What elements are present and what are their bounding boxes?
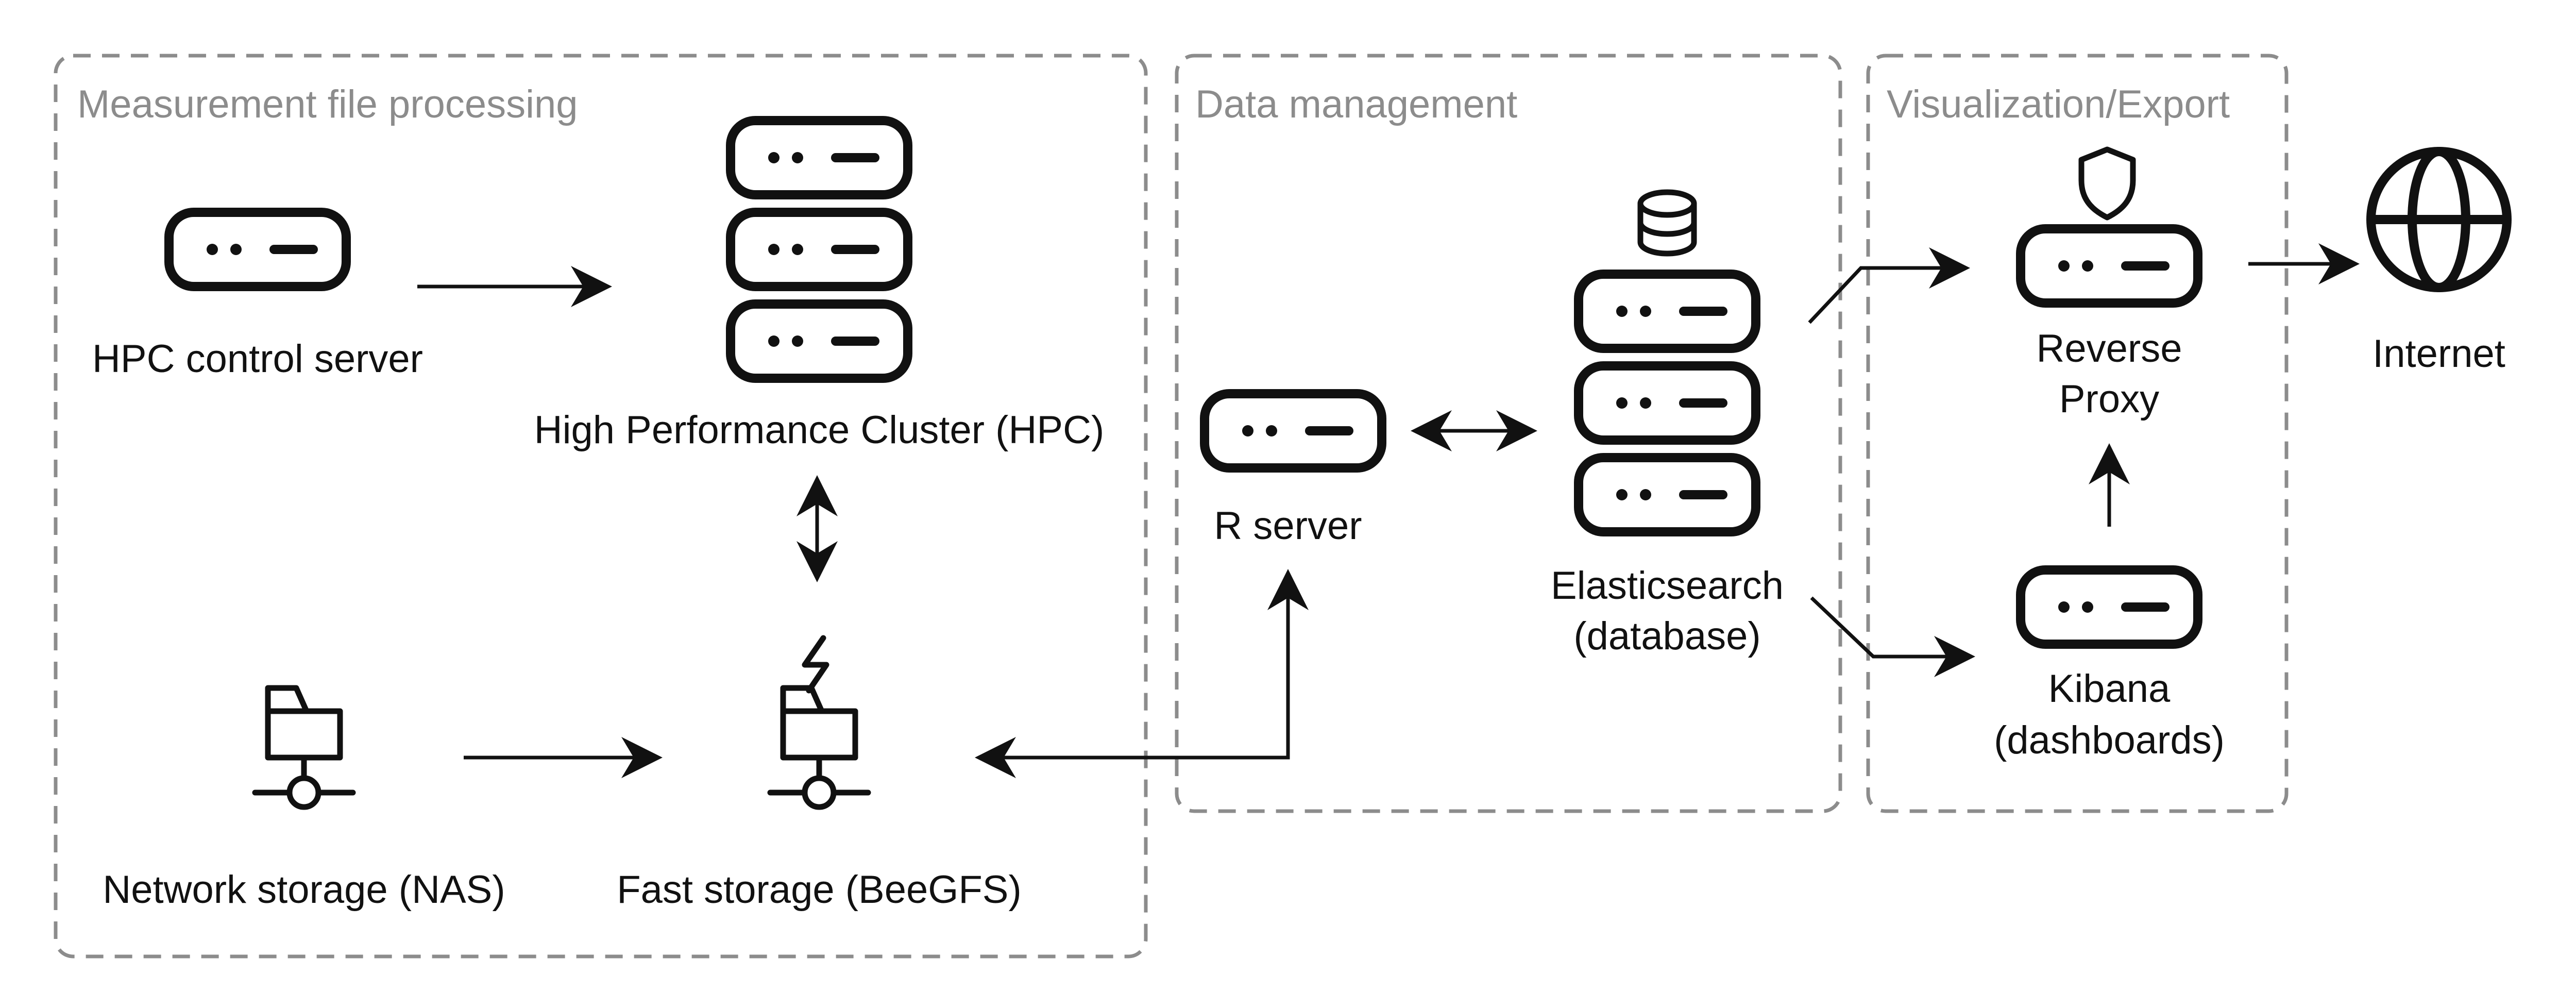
network-folder-icon [255,688,353,807]
node-high-performance-cluster: High Performance Cluster (HPC) [534,121,1105,452]
group-title: Measurement file processing [77,82,578,126]
server-icon [2021,229,2198,303]
lightning-icon [802,635,829,694]
group-border [1175,54,1842,813]
arrow-elasticsearch-to-kibana [1810,596,1975,677]
server-icon [2021,570,2198,644]
node-reverse-proxy: Reverse Proxy [2021,146,2198,421]
node-internet: Internet [2366,147,2512,376]
node-kibana: Kibana (dashboards) [1994,570,2225,762]
node-label-line1: Reverse [2037,327,2182,371]
node-fast-storage: Fast storage (BeeGFS) [617,635,1022,912]
node-hpc-control-server: HPC control server [92,212,423,381]
group-measurement-file-processing: Measurement file processing [54,54,1148,959]
connectors [417,243,2360,778]
node-label: R server [1214,504,1362,548]
globe-icon [2366,147,2512,292]
node-label: HPC control server [92,337,423,381]
node-label-line2: (database) [1573,614,1760,658]
node-label: Fast storage (BeeGFS) [617,868,1022,912]
node-label: Network storage (NAS) [103,868,505,912]
node-label-line2: (dashboards) [1994,718,2225,762]
node-r-server: R server [1205,394,1382,548]
node-network-storage: Network storage (NAS) [103,688,505,912]
group-border [54,54,1148,959]
server-icon [169,212,346,287]
server-rack-icon [1579,274,1756,532]
shield-icon [2078,146,2136,221]
node-label-line1: Kibana [2048,667,2171,711]
node-label-line1: Elasticsearch [1551,564,1784,608]
node-label-line2: Proxy [2059,377,2159,421]
group-data-management: Data management [1175,54,1842,813]
server-rack-icon [731,121,908,378]
network-folder-icon [770,688,868,807]
arrow-elasticsearch-to-proxy [1808,247,1970,324]
group-visualization-export: Visualization/Export [1866,54,2289,813]
server-icon [1205,394,1382,468]
node-elasticsearch: Elasticsearch (database) [1551,189,1784,658]
database-icon [1637,189,1697,257]
node-label: Internet [2372,332,2505,376]
arrow-beegfs-rserver [975,569,1309,778]
group-title: Data management [1195,82,1517,126]
node-label: High Performance Cluster (HPC) [534,408,1105,452]
group-title: Visualization/Export [1887,82,2230,126]
